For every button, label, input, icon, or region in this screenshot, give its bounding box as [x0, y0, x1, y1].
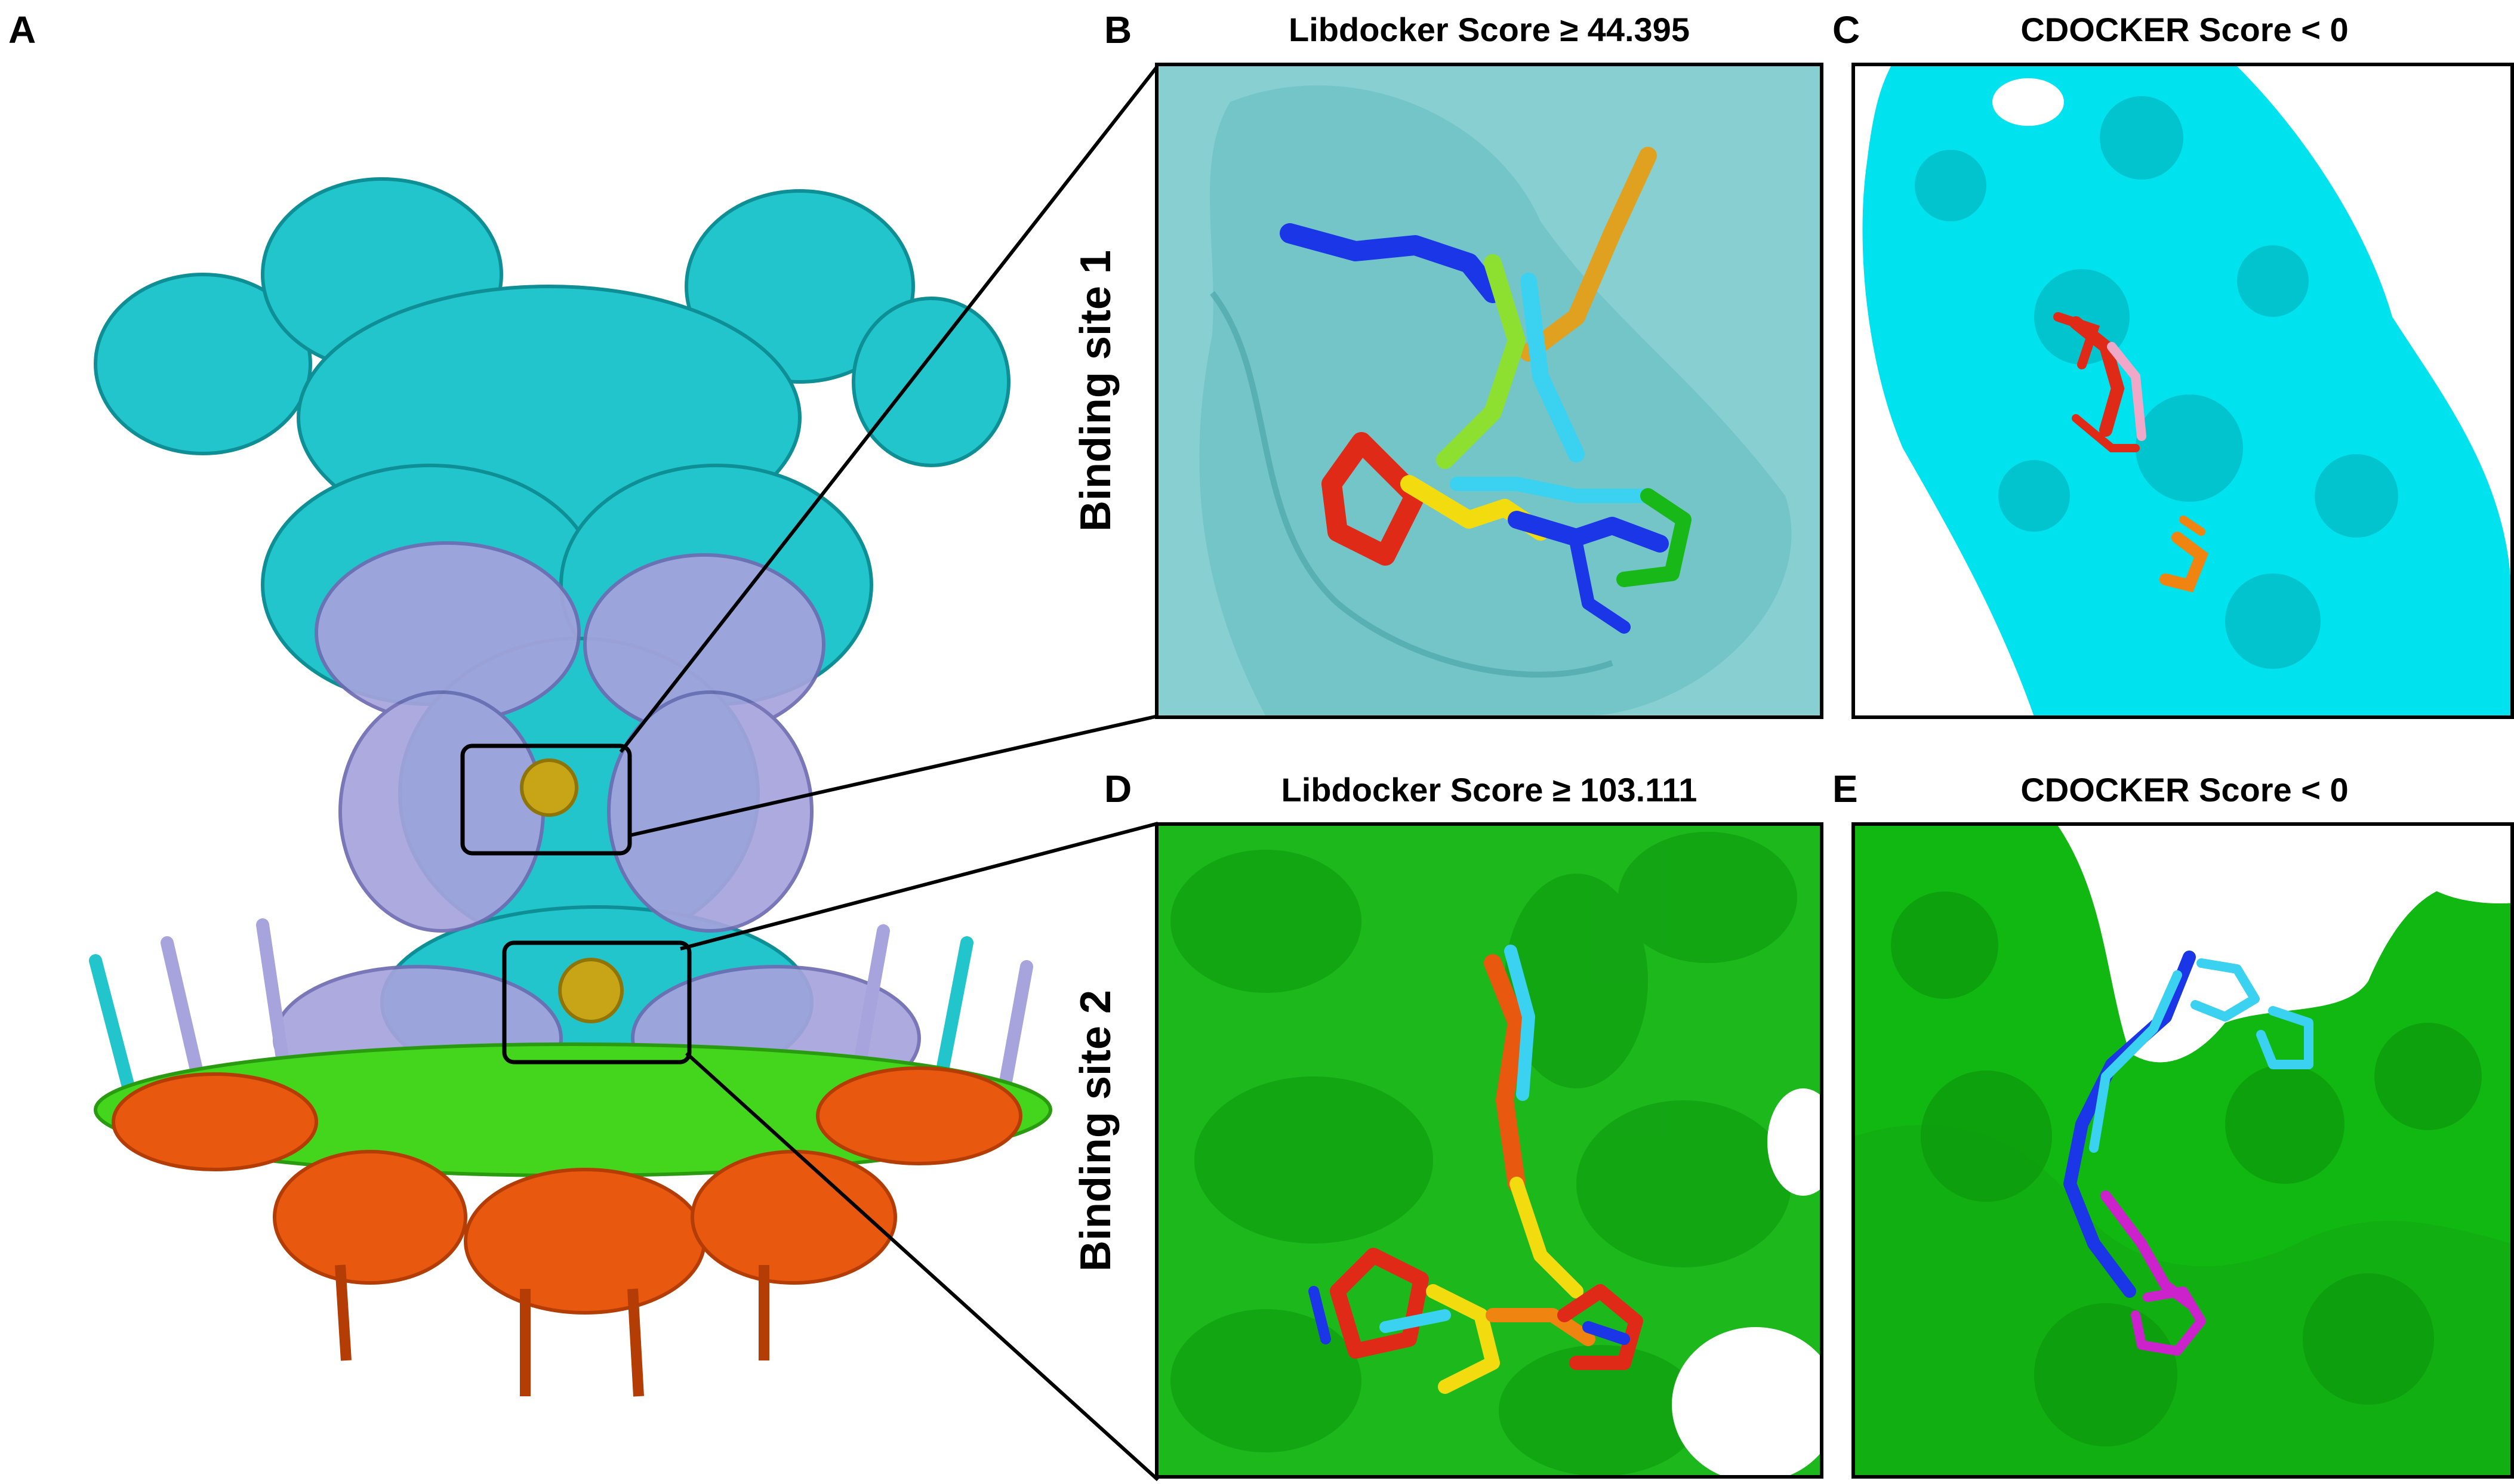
ligand-cluster-b	[1280, 147, 1692, 634]
ligand-cluster-c	[2053, 312, 2209, 593]
panel-d-view	[1155, 822, 1823, 1479]
panel-title-b: Libdocker Score ≥ 44.395	[1289, 11, 1690, 48]
panel-b-view	[1155, 63, 1823, 719]
protein-complex-structure	[89, 177, 1052, 1397]
panel-e-view	[1851, 822, 2514, 1479]
ligand-site-2-sphere	[558, 958, 624, 1023]
panel-letter-e: E	[1832, 767, 1858, 810]
panel-title-c: CDOCKER Score < 0	[2020, 11, 2349, 48]
panel-letter-a: A	[8, 8, 36, 51]
panel-letter-b: B	[1104, 8, 1132, 51]
panel-title-e: CDOCKER Score < 0	[2020, 771, 2349, 809]
ligand-cluster-d	[1308, 945, 1643, 1394]
panel-title-d: Libdocker Score ≥ 103.111	[1281, 771, 1697, 809]
site-label-1: Binding site 1	[1072, 249, 1120, 532]
panel-letter-d: D	[1104, 767, 1132, 810]
panel-c-view	[1851, 63, 2514, 719]
site-label-2: Binding site 2	[1072, 989, 1120, 1272]
panel-letter-c: C	[1832, 8, 1860, 51]
ligand-cluster-e	[2063, 951, 2313, 1356]
ligand-site-1-sphere	[520, 758, 578, 817]
